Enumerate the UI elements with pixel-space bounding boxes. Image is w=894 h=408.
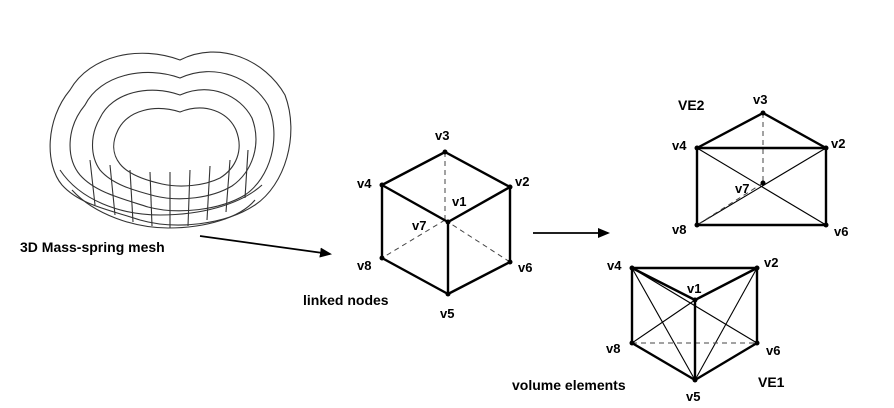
- ve2-label-v6: v6: [834, 224, 848, 239]
- ve1-label-v1: v1: [687, 281, 701, 296]
- ve1-label-v4: v4: [607, 258, 622, 273]
- cube-label-v1: v1: [452, 194, 466, 209]
- mesh-caption: 3D Mass-spring mesh: [20, 239, 165, 255]
- ve2-label-v2: v2: [831, 136, 845, 151]
- volume-elements-caption: volume elements: [512, 377, 626, 393]
- cube-label-v3: v3: [435, 128, 449, 143]
- cube-label-v4: v4: [357, 176, 372, 191]
- cube-label-v5: v5: [440, 306, 454, 321]
- ve1-label-v2: v2: [764, 255, 778, 270]
- linked-nodes-cube: [379, 149, 513, 297]
- cube-label-v2: v2: [515, 174, 529, 189]
- ve1-label-v8: v8: [606, 341, 620, 356]
- cube-label-v6: v6: [518, 260, 532, 275]
- ve1-label-v6: v6: [766, 343, 780, 358]
- mass-spring-mesh: [49, 51, 292, 229]
- cube-label-v8: v8: [357, 258, 371, 273]
- ve2-caption: VE2: [678, 97, 705, 113]
- ve2-label-v4: v4: [672, 138, 687, 153]
- ve2-label-v3: v3: [753, 92, 767, 107]
- mesh-arrow: [199, 235, 332, 258]
- ve1-label-v5: v5: [686, 389, 700, 404]
- ve1-caption: VE1: [758, 374, 785, 390]
- cube-label-v7: v7: [412, 218, 426, 233]
- volume-element-ve2: [694, 110, 829, 228]
- ve2-label-v7: v7: [735, 181, 749, 196]
- volume-element-ve1: [629, 265, 760, 383]
- linked-nodes-caption: linked nodes: [303, 292, 389, 308]
- ve2-label-v8: v8: [672, 222, 686, 237]
